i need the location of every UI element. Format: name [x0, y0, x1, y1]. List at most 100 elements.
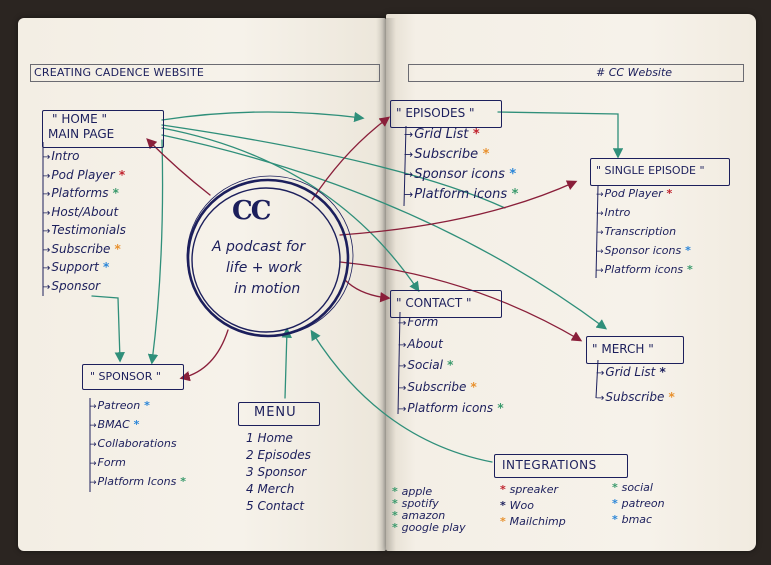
list-item-label: Host/About [51, 204, 119, 219]
contact-title: " CONTACT " [396, 296, 472, 310]
bullet-arrow: → [89, 402, 97, 412]
bullet-arrow: → [42, 281, 51, 293]
star-icon: * [114, 167, 126, 182]
integration-label: bmac [621, 513, 653, 526]
list-item: →Collaborations [89, 438, 177, 450]
sponsor-box [82, 364, 184, 390]
bullet-arrow: → [596, 393, 605, 404]
list-item-label: Platform icons [414, 187, 508, 202]
list-item-label: Sponsor icons [414, 167, 505, 182]
integrations-title: INTEGRATIONS [502, 458, 597, 472]
list-item: →Platform Icons * [89, 476, 186, 488]
home-title-1: " HOME " [52, 112, 108, 126]
menu-title: MENU [254, 405, 297, 420]
bullet-arrow: → [42, 189, 51, 200]
list-item-label: Grid List [605, 365, 656, 379]
integration-label: spreaker [509, 483, 558, 496]
star-icon: * [683, 263, 693, 276]
list-item-label: About [407, 336, 443, 351]
list-item: →Subscribe * [404, 148, 489, 161]
list-item-label: Intro [604, 206, 631, 219]
list-item-label: Subscribe [605, 390, 665, 404]
arrow-menu-to-circle [281, 327, 292, 399]
bullet-arrow: → [42, 170, 51, 182]
list-item-label: BMAC [97, 418, 130, 431]
arrow-integrations-to-circle [310, 329, 493, 463]
merch-bullets [595, 359, 599, 399]
bullet-arrow: → [89, 478, 97, 488]
list-item-label: Platform icons [407, 401, 494, 415]
sponsor-title: " SPONSOR " [90, 370, 161, 383]
left-page [18, 18, 386, 551]
contact-box [390, 290, 502, 318]
bullet-arrow: → [596, 228, 604, 238]
episodes-box [390, 100, 502, 128]
single-bullets [595, 185, 599, 279]
list-item-label: Form [407, 315, 439, 329]
star-icon: * [681, 244, 691, 257]
bullet-arrow: → [398, 361, 407, 372]
star-icon: * [662, 187, 673, 200]
single-episode-box [590, 158, 730, 186]
center-line-3: in motion [234, 281, 301, 297]
arrow-home-to-contact [161, 127, 420, 293]
integration-item: * bmac [612, 514, 652, 525]
menu-box [238, 402, 320, 426]
star-icon: * [466, 379, 477, 394]
left-header-title: CREATING CADENCE WEBSITE [34, 66, 205, 79]
list-item-label: Social [407, 358, 443, 372]
star-icon: * [110, 241, 121, 256]
list-item-label: Platform Icons [97, 475, 177, 488]
arrow-circle-to-merch [339, 261, 583, 342]
integration-label: amazon [401, 509, 446, 522]
integration-item: * google play [392, 522, 466, 533]
list-item: →Host/About [42, 206, 118, 219]
list-item: →Transcription [596, 226, 676, 238]
bullet-arrow: → [596, 266, 604, 276]
center-circle [186, 175, 354, 338]
list-item: →BMAC * [89, 419, 139, 431]
list-item-label: Pod Player [51, 167, 115, 182]
home-title-2: MAIN PAGE [48, 127, 115, 141]
bullet-arrow: → [404, 188, 414, 201]
star-icon: * [129, 418, 140, 431]
integration-label: apple [401, 485, 433, 498]
arrow-home-to-sponsor [147, 139, 164, 365]
star-icon: * [478, 147, 490, 162]
list-item-label: Subscribe [414, 147, 479, 162]
star-icon: * [176, 475, 186, 488]
cc-logo: CC [232, 196, 271, 226]
list-item: →Pod Player * [596, 188, 672, 200]
list-item-label: Collaborations [97, 437, 177, 450]
right-header-title: # CC Website [596, 66, 673, 79]
list-item-label: Platform icons [604, 263, 684, 276]
integration-item: * Mailchimp [500, 516, 566, 527]
list-item: →Pod Player * [42, 169, 125, 182]
merch-box [586, 336, 684, 364]
bullet-arrow: → [596, 190, 604, 200]
list-item: →Sponsor icons * [596, 245, 691, 257]
list-item-label: Support [51, 260, 99, 274]
list-item-label: Patreon [97, 399, 141, 412]
star-icon: * [507, 187, 519, 202]
star-icon: * [442, 358, 454, 372]
episodes-title: " EPISODES " [396, 106, 475, 120]
contact-bullets [397, 311, 401, 415]
star-icon: * [392, 521, 402, 534]
single-episode-title: " SINGLE EPISODE " [596, 164, 705, 177]
star-icon: * [664, 390, 675, 404]
integration-label: patreon [621, 497, 665, 510]
list-item: →Intro [42, 150, 80, 163]
list-item: →Sponsor [42, 280, 100, 293]
bullet-arrow: → [596, 368, 605, 379]
star-icon: * [392, 509, 402, 522]
star-icon: * [504, 167, 517, 182]
integration-item: * spotify [392, 498, 439, 509]
integration-label: Woo [509, 499, 534, 512]
list-item: →Platform icons * [398, 402, 504, 415]
integrations-box [494, 454, 628, 478]
menu-item: 3 Sponsor [246, 465, 307, 479]
list-item-label: Pod Player [604, 187, 663, 200]
menu-item: 5 Contact [246, 499, 305, 513]
